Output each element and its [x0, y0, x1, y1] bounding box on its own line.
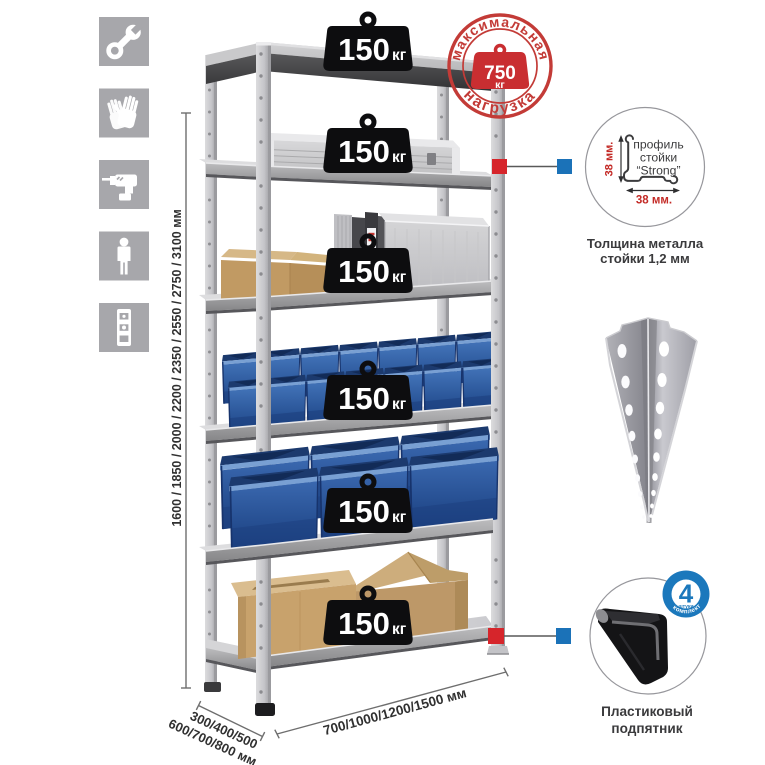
load-badge-4: 150 кг [323, 360, 413, 420]
profile-dim-vertical-label: 38 мм. [604, 142, 616, 177]
connector-bottom-red-square [488, 628, 504, 644]
load-badge-6: 150 кг [323, 585, 413, 645]
badge-value: 150 [338, 32, 390, 67]
profile-label-line3: “Strong” [636, 164, 680, 178]
connector-top-blue-square [557, 159, 572, 174]
stamp-outer-ring [447, 13, 553, 119]
badge-value: 150 [338, 494, 390, 529]
profile-detail: 38 мм. 38 мм. профиль стойки “Strong” То… [584, 106, 706, 266]
plastic-foot-image [595, 608, 668, 685]
badge-unit: кг [392, 509, 407, 526]
profile-label-line1: профиль [633, 138, 683, 152]
kit-badge-small-label: штуки [678, 604, 693, 610]
badge-value: 150 [338, 254, 390, 289]
load-badge-3: 150 кг [323, 233, 413, 293]
profile-dim-horizontal-label: 38 мм. [636, 195, 672, 207]
connector-bottom-blue-square [556, 628, 571, 644]
drill-icon [99, 160, 149, 209]
profile-drawing [623, 134, 679, 185]
angle-holes-right [649, 341, 669, 518]
rear-left-post [204, 55, 221, 692]
stamp-inner-ring [462, 28, 538, 104]
profile-label-line2: стойки [640, 151, 677, 165]
angle-post-image [605, 317, 698, 523]
profile-dim-vertical: 38 мм. [604, 135, 624, 183]
shelf-5 [199, 425, 500, 565]
load-badges: 150 кг 150 кг 150 кг 150 кг 150 кг [323, 11, 413, 645]
level-icon [99, 303, 149, 352]
badge-value: 150 [338, 606, 390, 641]
gloves-icon [99, 88, 149, 138]
width-dimension: 700/1000/1200/1500 мм [274, 667, 509, 739]
angle-holes-left [617, 344, 645, 519]
connector-top [492, 159, 572, 174]
kit-badge-value: 4 [679, 579, 694, 609]
foot-caption-line1: Пластиковый [601, 704, 693, 719]
stamp-weight-icon: 750 кг [470, 43, 530, 91]
connector-bottom [488, 628, 571, 644]
max-load-stamp: максимальная нагрузка 750 кг [447, 13, 553, 119]
load-badge-1: 150 кг [323, 11, 413, 71]
wrench-icon [99, 17, 149, 66]
width-dimension-label: 700/1000/1200/1500 мм [322, 685, 468, 738]
person-icon [99, 231, 149, 281]
load-badge-2: 150 кг [323, 113, 413, 173]
profile-caption-line1: Толщина металла [587, 236, 704, 251]
badge-unit: кг [392, 47, 407, 64]
badge-unit: кг [392, 149, 407, 166]
profile-circle [584, 106, 706, 228]
badge-unit: кг [392, 269, 407, 286]
foot-caption-line2: подпятник [611, 721, 682, 736]
badge-value: 150 [338, 381, 390, 416]
depth-dimension: 300/400/500 600/700/800 мм [166, 700, 266, 765]
height-dimension: 1600 / 1850 / 2000 / 2200 / 2350 / 2550 … [170, 112, 191, 689]
height-dimension-label: 1600 / 1850 / 2000 / 2200 / 2350 / 2550 … [170, 209, 184, 526]
stamp-value: 750 [484, 63, 516, 84]
connector-top-red-square [492, 159, 507, 174]
icon-column [99, 17, 149, 352]
badge-unit: кг [392, 396, 407, 413]
badge-unit: кг [392, 621, 407, 638]
profile-caption-line2: стойки 1,2 мм [600, 251, 690, 266]
profile-dim-horizontal: 38 мм. [626, 187, 680, 207]
stamp-unit: кг [495, 79, 505, 91]
load-badge-5: 150 кг [323, 473, 413, 533]
badge-value: 150 [338, 134, 390, 169]
